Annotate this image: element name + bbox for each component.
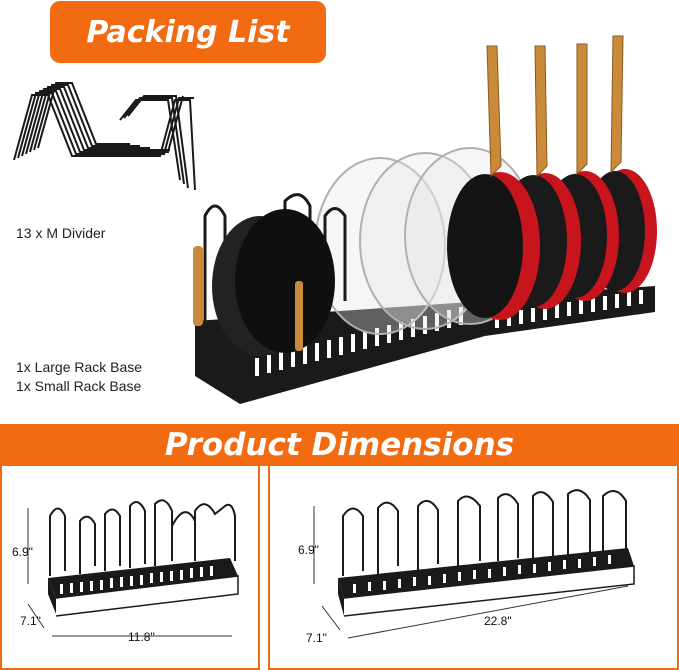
frying-pans — [447, 169, 657, 320]
large-rack-drawing — [313, 489, 635, 639]
stock-pot — [193, 209, 335, 356]
product-dimensions-title: Product Dimensions — [164, 427, 515, 463]
divider-stack-image — [13, 82, 196, 191]
small-rack-height: 6.9" — [12, 545, 33, 559]
product-dimensions-banner: Product Dimensions — [0, 424, 679, 466]
small-base-label: 1x Small Rack Base — [16, 378, 142, 394]
large-rack-width: 22.8" — [484, 614, 512, 628]
pan-handles — [486, 35, 624, 178]
divider-label: 13 x M Divider — [16, 225, 106, 241]
small-rack-drawing — [27, 499, 239, 637]
wire-dividers — [203, 193, 347, 336]
rack-with-pans-image — [193, 35, 657, 404]
small-rack-width: 11.8" — [128, 630, 155, 644]
large-rack-panel — [268, 466, 679, 670]
small-rack-depth: 7.1" — [20, 614, 41, 628]
small-rack-panel — [0, 466, 260, 670]
large-base-label: 1x Large Rack Base — [16, 359, 143, 375]
large-rack-height: 6.9" — [298, 543, 319, 557]
large-rack-depth: 7.1" — [306, 631, 327, 645]
packing-list-title: Packing List — [86, 14, 290, 50]
packing-list-banner: Packing List — [50, 1, 326, 63]
